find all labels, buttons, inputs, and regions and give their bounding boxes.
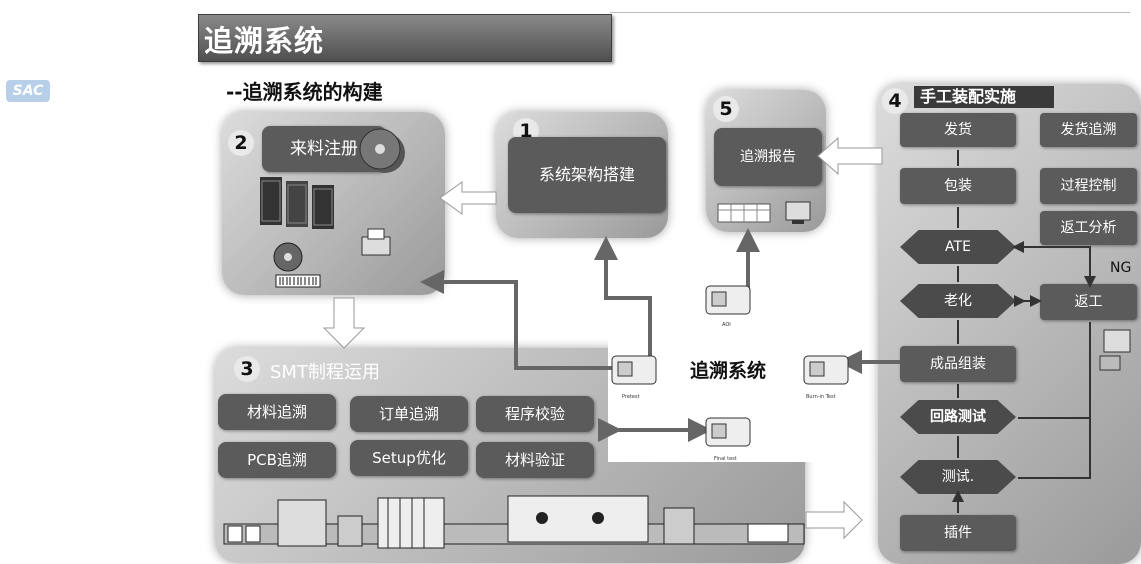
arrow-pretest-to-panel2: [420, 270, 620, 370]
workstation-icon: [1099, 329, 1131, 371]
side-process-control: 过程控制: [1040, 168, 1137, 204]
flow-insertion: 插件: [900, 515, 1016, 551]
report-box: 追溯报告: [714, 128, 822, 186]
cd-stack-icon: [359, 128, 405, 173]
flow-final-assembly: 成品组装: [900, 346, 1016, 382]
step-number-4: 4: [882, 88, 908, 114]
hollow-arrow-3-to-4: [805, 500, 863, 540]
monitor-icon: [785, 201, 811, 224]
smt-item-material-trace: 材料追溯: [218, 394, 336, 430]
barcode-icon: [275, 274, 321, 288]
server-rack-icon: [260, 177, 334, 229]
side-rework: 返工: [1040, 284, 1137, 320]
smt-process-title: SMT制程运用: [270, 362, 380, 383]
smt-item-program-check: 程序校验: [476, 396, 594, 432]
smt-line-illustration: [223, 495, 805, 549]
smt-item-pcb-trace: PCB追溯: [218, 442, 336, 478]
step-number-3: 3: [234, 356, 260, 382]
center-system-label: 追溯系统: [690, 360, 767, 382]
flow-burn-in: 老化: [900, 284, 1016, 318]
final-test-label: Final test: [714, 456, 737, 462]
conveyor-line-icon: [223, 495, 805, 549]
flow-pack: 包装: [900, 168, 1016, 204]
hollow-arrow-1-to-2: [439, 181, 497, 215]
printer-icon: [361, 228, 391, 256]
pretest-station-icon: [611, 355, 657, 385]
flow-loop-test: 回路测试: [900, 400, 1016, 434]
smt-item-setup-optimize: Setup优化: [350, 440, 468, 476]
architecture-box: 系统架构搭建: [508, 137, 666, 213]
panel2-illustration: [260, 128, 405, 288]
flow-ship: 发货: [900, 113, 1016, 147]
ng-label: NG: [1110, 260, 1132, 276]
arrow-pretest-to-panel1: [594, 236, 652, 368]
final-test-station-icon: [705, 417, 751, 447]
cd-icon: [273, 242, 303, 272]
smt-item-order-trace: 订单追溯: [350, 396, 468, 432]
side-ship-trace: 发货追溯: [1040, 113, 1137, 147]
smt-item-material-verify: 材料验证: [476, 442, 594, 478]
company-logo: SAC: [6, 80, 50, 102]
pretest-label: Pretest: [622, 394, 640, 400]
panel5-illustration: [717, 201, 811, 224]
burnin-label: Burn-in Test: [806, 394, 836, 400]
rework-loop: [1018, 247, 1091, 479]
hollow-arrow-4-to-5: [817, 136, 883, 176]
page-title: 追溯系统: [204, 24, 325, 58]
flow-ate: ATE: [900, 230, 1016, 264]
header-rule: [610, 12, 1130, 13]
step-number-2: 2: [228, 130, 254, 156]
step-number-5: 5: [713, 96, 739, 122]
aoi-station-icon: [705, 285, 751, 315]
manual-assembly-title: 手工装配实施: [914, 86, 1054, 108]
hollow-arrow-2-to-3: [322, 297, 366, 349]
burnin-station-icon: [803, 355, 849, 385]
title-bar: [198, 14, 612, 62]
page-subtitle: --追溯系统的构建: [226, 80, 383, 104]
report-table-icon: [717, 203, 771, 223]
aoi-label: AOI: [722, 322, 731, 328]
side-rework-analysis: 返工分析: [1040, 211, 1137, 245]
